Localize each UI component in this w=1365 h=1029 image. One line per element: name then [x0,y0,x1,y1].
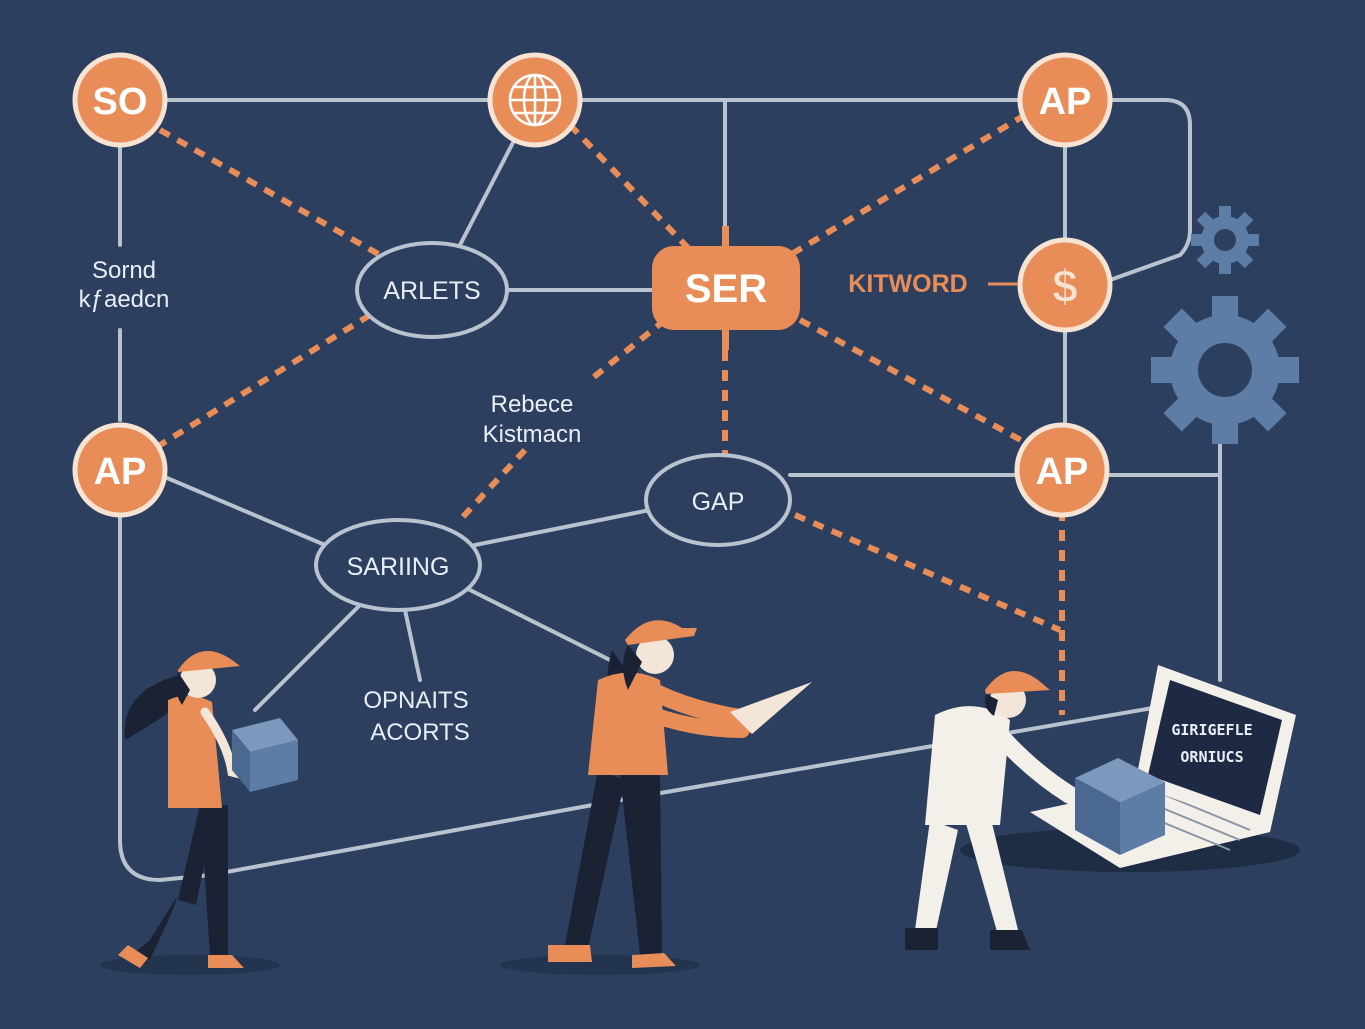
dash-arlets-ap [158,312,372,448]
node-so-label: SO [93,81,148,123]
node-ap-right[interactable]: AP [1014,422,1110,518]
dashed-connectors [158,112,1065,715]
label-rebece-line1: Rebece [491,391,574,418]
laptop-screen-line1: GIRIGEFLE [1171,721,1252,739]
label-sornd-line2: kƒaedcn [79,286,170,313]
label-sornd-line1: Sornd [92,257,156,284]
dash-ser-ap [798,317,1032,448]
label-sornd: Sornd kƒaedcn [79,257,170,313]
ellipse-sariing-label: SARIING [347,553,450,581]
ellipse-gap[interactable]: GAP [644,453,792,547]
label-kitword-text: KITWORD [848,270,967,298]
box-icon-right [1075,758,1165,855]
dash-so-arlets [158,127,382,258]
box-icon-left [232,718,298,792]
dash-rebece-sariing [457,447,528,523]
node-ap-left-label: AP [94,451,147,493]
line-ap-sariing [158,473,327,547]
line-sariing-opnaits [403,608,422,682]
ellipse-arlets-label: ARLETS [383,277,480,305]
dash-ser-left [588,317,667,383]
node-so[interactable]: SO [72,52,168,148]
label-opnaits-line2: ACORTS [370,719,470,746]
worker-middle [548,620,812,968]
globe-icon [508,73,562,127]
node-ser[interactable]: SER [652,226,800,350]
line-sariing-worker2 [458,583,622,667]
label-opnaits: OPNAITS ACORTS [363,687,469,746]
ellipse-gap-label: GAP [692,488,745,516]
dollar-icon: $ [1052,260,1078,312]
line-sariing-gap [473,508,652,547]
label-rebece: Rebece Kistmacn [483,391,582,448]
line-top-right-loop [1063,98,1192,282]
label-opnaits-line1: OPNAITS [363,687,468,714]
node-globe[interactable] [487,52,583,148]
laptop-screen-line2: ORNIUCS [1180,748,1243,766]
dash-ap-ser [788,112,1027,258]
dash-gap-worker [793,512,1062,633]
dash-globe-ser [567,122,693,253]
ellipse-sariing[interactable]: SARIING [314,518,482,612]
node-ap-top[interactable]: AP [1017,52,1113,148]
line-left-bottom [118,468,212,883]
node-ap-left[interactable]: AP [72,422,168,518]
worker-left [118,651,260,968]
gear-icon-large [1151,296,1299,444]
node-dollar[interactable]: $ [1017,237,1113,333]
worker-right [905,671,1079,950]
line-sariing-box [253,598,367,712]
node-ser-label: SER [685,267,767,311]
node-ap-top-label: AP [1039,81,1092,123]
node-ap-right-label: AP [1036,451,1089,493]
label-rebece-line2: Kistmacn [483,421,582,448]
ellipse-arlets[interactable]: ARLETS [355,241,509,339]
gear-icon-small [1191,206,1259,274]
label-kitword: KITWORD [848,270,1018,298]
